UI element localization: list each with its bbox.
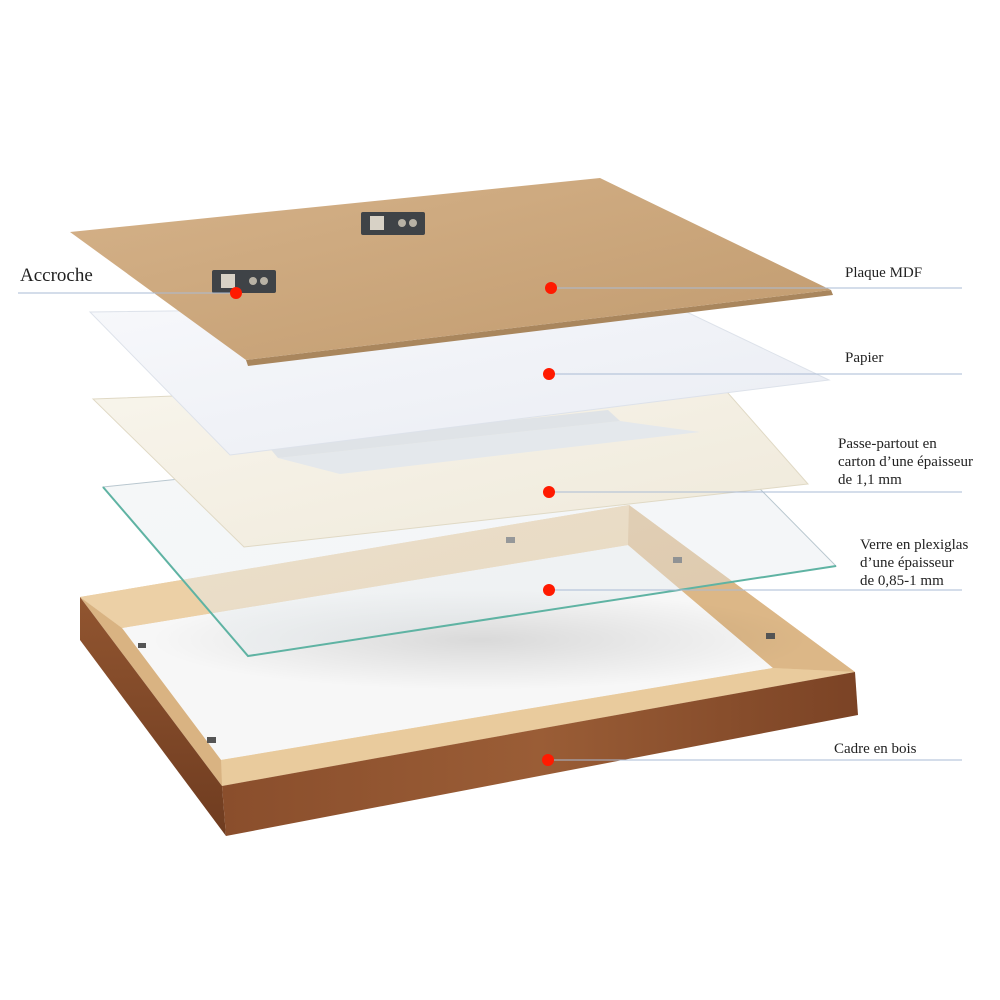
mdf-edge [246,290,833,366]
marker-cadre [542,754,554,766]
label-passe-partout: Passe-partout en carton d’une épaisseur … [838,436,973,488]
mat-window-bevel [268,410,620,458]
frame-rail-front [221,668,855,786]
mdf-surface [70,178,831,360]
mat-window [278,421,700,474]
mdf-backboard [70,178,833,366]
label-papier: Papier [845,350,884,366]
leader-lines [18,287,962,761]
frame-side-front [222,672,858,836]
marker-passe [543,486,555,498]
markers [230,282,557,766]
hanger-hook-left [212,270,276,293]
marker-verre [543,584,555,596]
marker-accroche [230,287,242,299]
frame-clip [138,643,146,648]
label-plaque-mdf: Plaque MDF [845,265,923,281]
marker-papier [543,368,555,380]
frame-clip [207,737,216,743]
label-cadre: Cadre en bois [834,741,917,757]
label-accroche: Accroche [20,265,93,286]
hanger-hook-top [361,212,425,235]
marker-plaque [545,282,557,294]
glass-edge [102,486,837,658]
label-verre: Verre en plexiglas d’une épaisseur de 0,… [860,537,969,589]
frame-side-left [80,597,226,836]
